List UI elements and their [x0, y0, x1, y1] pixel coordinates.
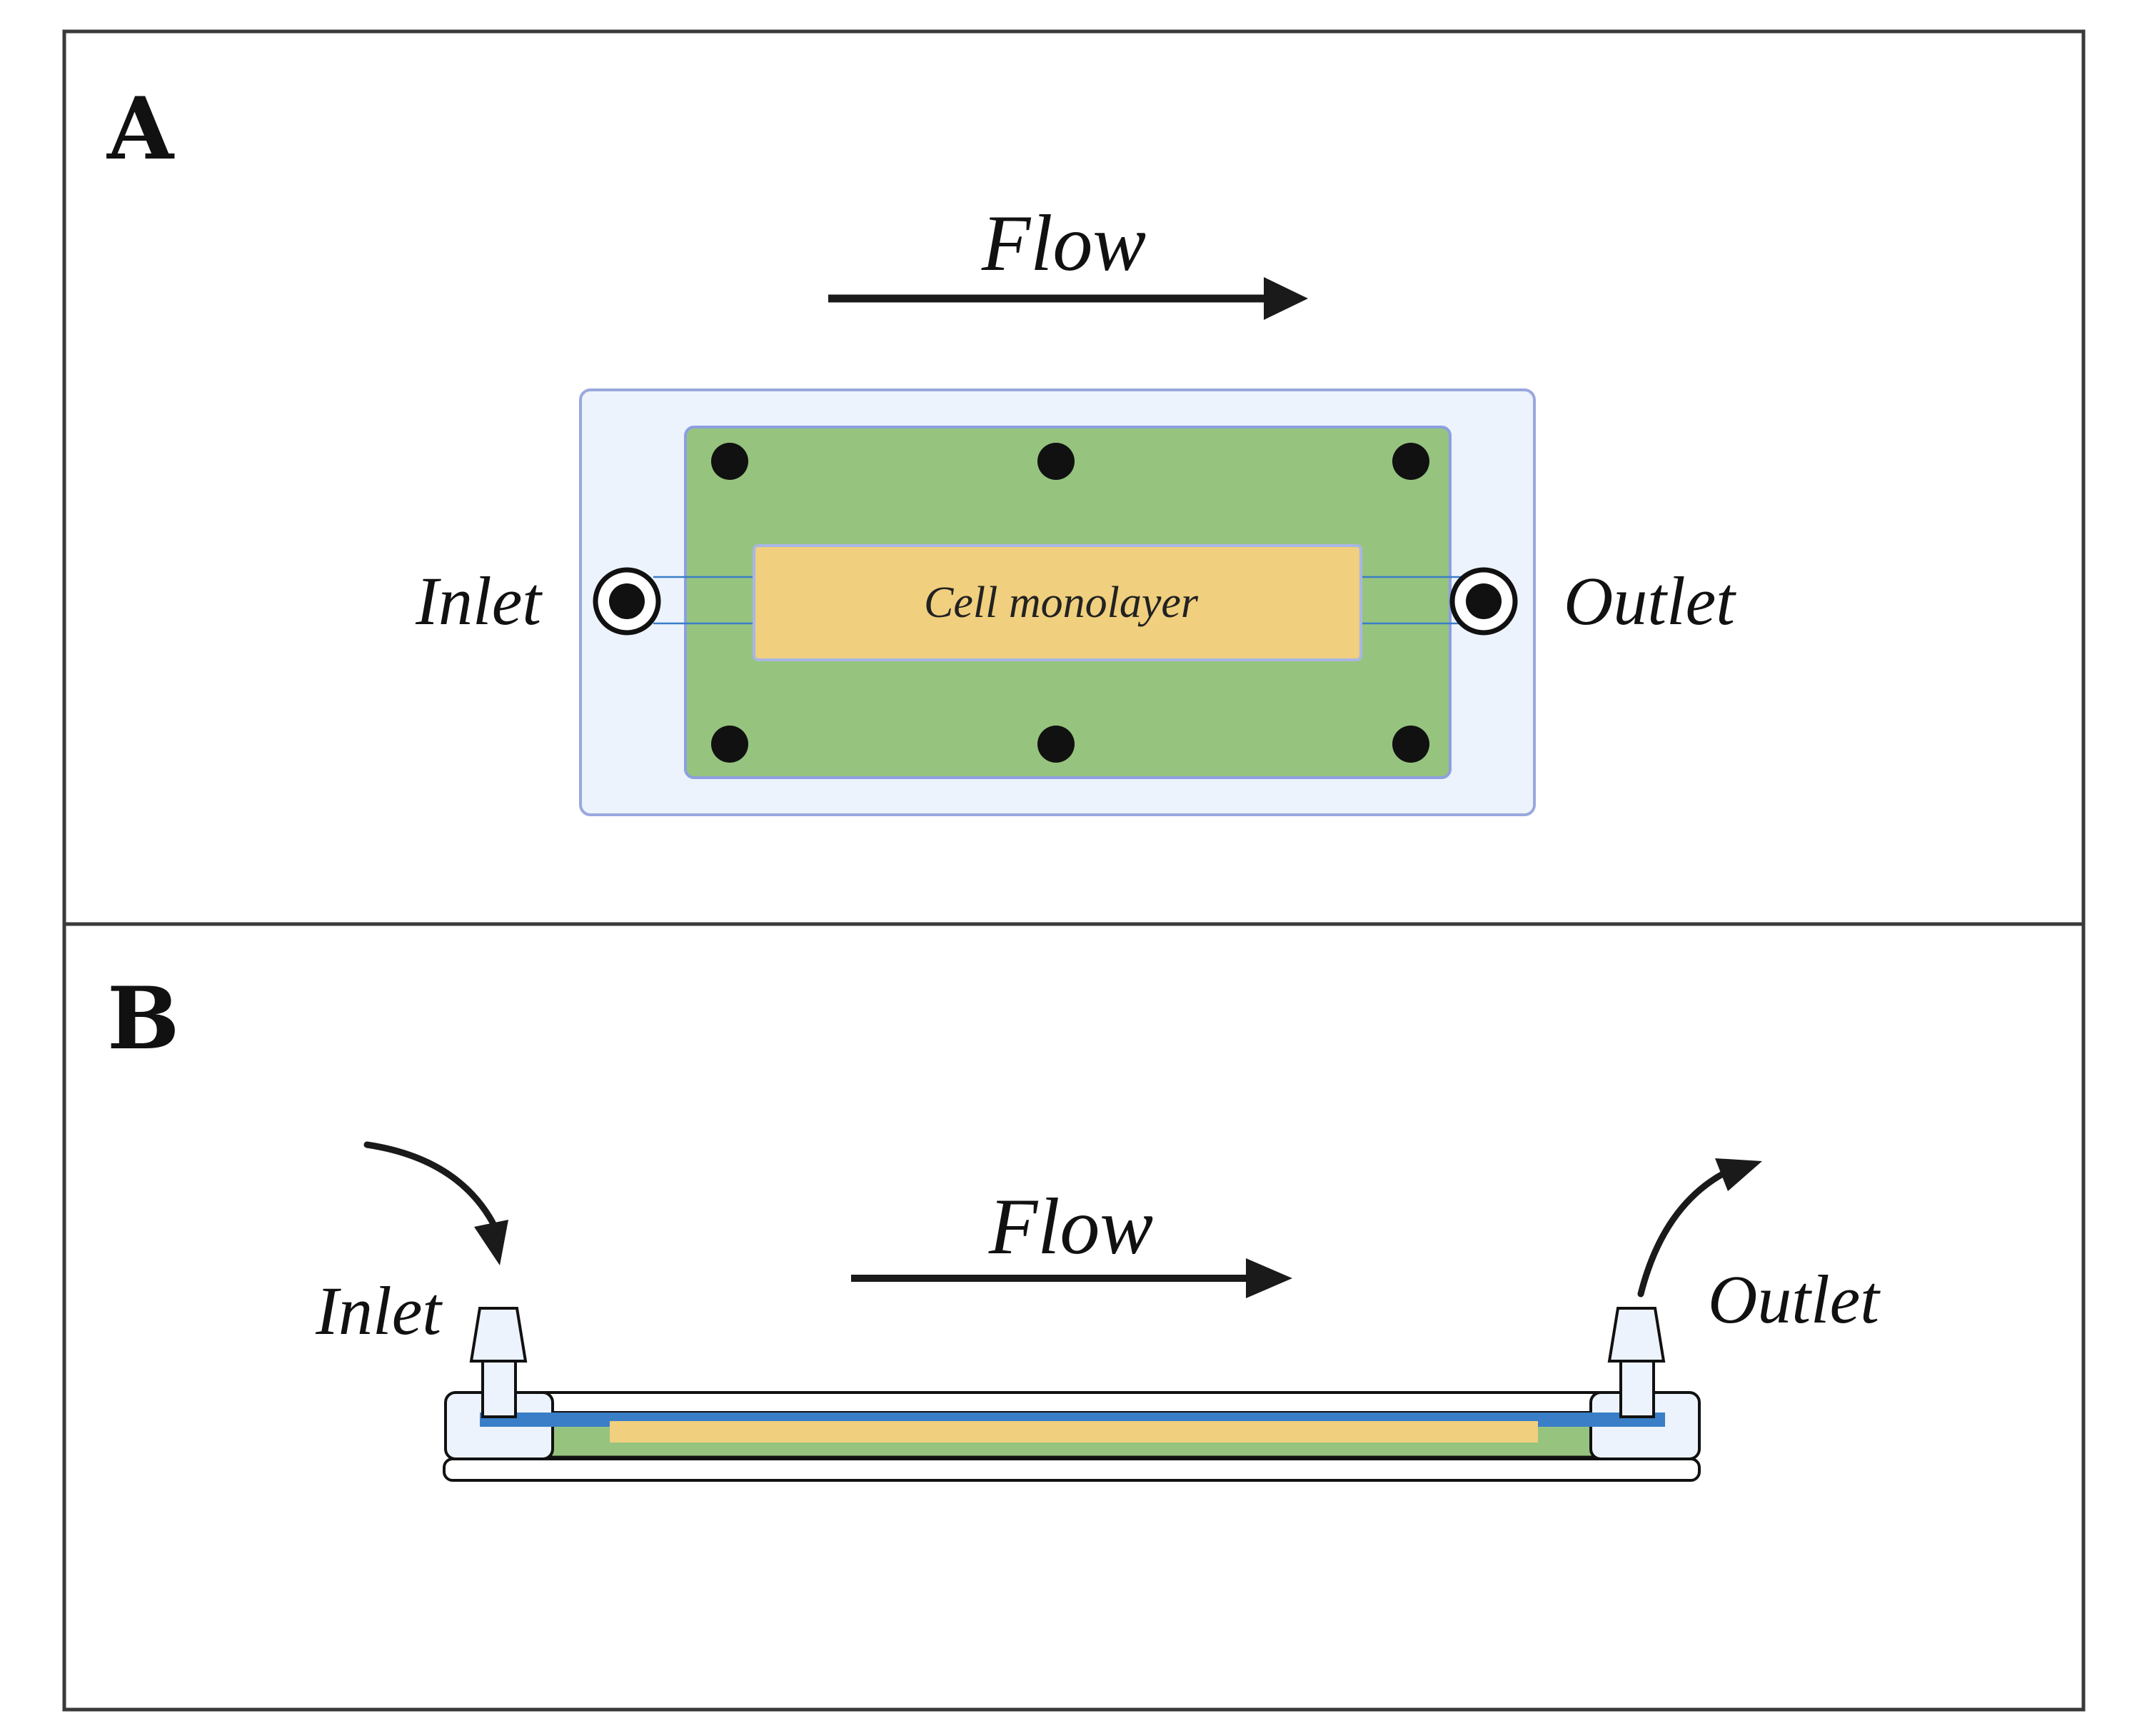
panel-b-inlet-fitting	[469, 1307, 528, 1418]
panel-b-inlet-curve-arrow	[363, 1141, 496, 1226]
panel-b-outlet-curve-arrowhead	[1715, 1158, 1762, 1191]
panel-b-slide	[443, 1457, 1701, 1482]
panel-a-inlet-port	[593, 567, 661, 636]
screw-dot	[711, 443, 748, 480]
screw-dot	[711, 726, 748, 763]
panel-b: B Flow Inlet Outlet	[107, 968, 1881, 1482]
panel-a-inlet-label: Inlet	[415, 563, 543, 639]
panel-b-inlet-label: Inlet	[315, 1273, 443, 1349]
screw-dot	[1037, 726, 1075, 763]
panel-a-cell-label: Cell monolayer	[924, 578, 1199, 627]
panel-a: A Flow Cell monolayer	[106, 79, 1736, 816]
panel-b-outlet-curve-arrow	[1637, 1168, 1731, 1298]
panel-a-flow-label: Flow	[981, 199, 1146, 288]
figure-frame	[62, 29, 2086, 1712]
panel-b-inlet-curve-arrowhead	[474, 1220, 508, 1265]
panel-a-letter: A	[106, 79, 175, 179]
panel-a-outlet-port	[1449, 567, 1518, 636]
panel-b-outlet-label: Outlet	[1708, 1261, 1881, 1338]
panel-b-flow-label: Flow	[988, 1183, 1153, 1271]
screw-dot	[1392, 726, 1429, 763]
panel-a-outlet-label: Outlet	[1564, 563, 1736, 639]
panel-b-cover-plate	[484, 1391, 1661, 1414]
panel-b-flow-arrowhead	[1246, 1258, 1292, 1298]
screw-dot	[1037, 443, 1075, 480]
screw-dot	[1392, 443, 1429, 480]
panel-b-outlet-fitting	[1607, 1307, 1666, 1418]
panel-a-channels	[653, 576, 1464, 625]
panel-a-flow-arrowhead	[1264, 277, 1308, 320]
panel-b-letter: B	[107, 968, 179, 1069]
panel-b-cell-monolayer	[610, 1421, 1538, 1443]
panel-a-screws	[711, 443, 1429, 763]
panel-a-cell-monolayer	[753, 544, 1362, 661]
